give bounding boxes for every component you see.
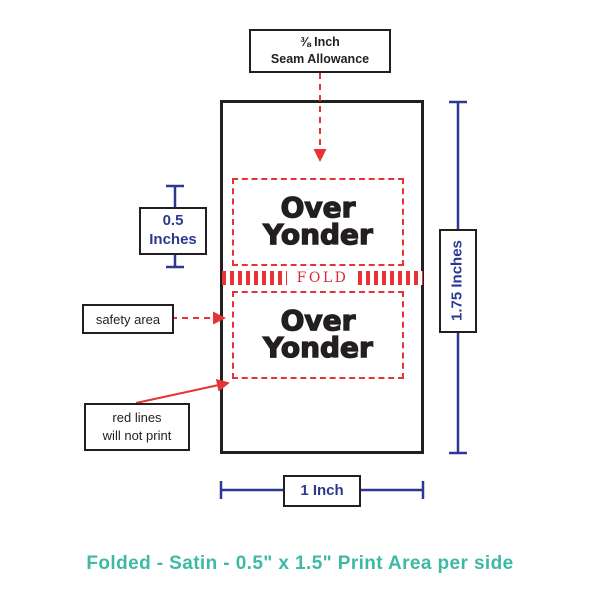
seam-allowance-callout: ⅜ Inch Seam Allowance xyxy=(249,29,391,73)
total-height-measure-label: 1.75 Inches xyxy=(439,229,477,333)
redlines-line1: red lines xyxy=(112,409,162,425)
width-measure-label: 1 Inch xyxy=(283,475,361,507)
brand-logo-line1: Over xyxy=(280,191,356,225)
fold-stripes-right xyxy=(358,271,423,285)
redlines-arrow xyxy=(135,378,230,404)
fold-height-unit: Inches xyxy=(149,231,197,248)
fold-stripes-left xyxy=(222,271,287,285)
brand-logo-line2: Yonder xyxy=(262,331,373,364)
seam-allowance-line1: ⅜ Inch xyxy=(300,35,340,50)
fold-height-measure-label: 0.5 Inches xyxy=(139,207,207,255)
safety-area-label: safety area xyxy=(95,311,161,327)
seam-allowance-line2: Seam Allowance xyxy=(270,52,370,66)
print-area-top: Over Yonder xyxy=(232,178,404,266)
redlines-callout: red lines will not print xyxy=(84,403,190,451)
fold-height-value: 0.5 xyxy=(162,212,184,230)
redlines-line2: will not print xyxy=(102,428,172,443)
print-area-bottom: Over Yonder xyxy=(232,291,404,379)
fold-band: FOLD xyxy=(222,271,423,285)
brand-logo-line1: Over xyxy=(280,304,356,338)
safety-area-callout: safety area xyxy=(82,304,174,334)
diagram-caption: Folded - Satin - 0.5" x 1.5" Print Area … xyxy=(86,553,514,574)
brand-logo-line2: Yonder xyxy=(262,218,373,251)
fold-label: FOLD xyxy=(286,271,359,285)
